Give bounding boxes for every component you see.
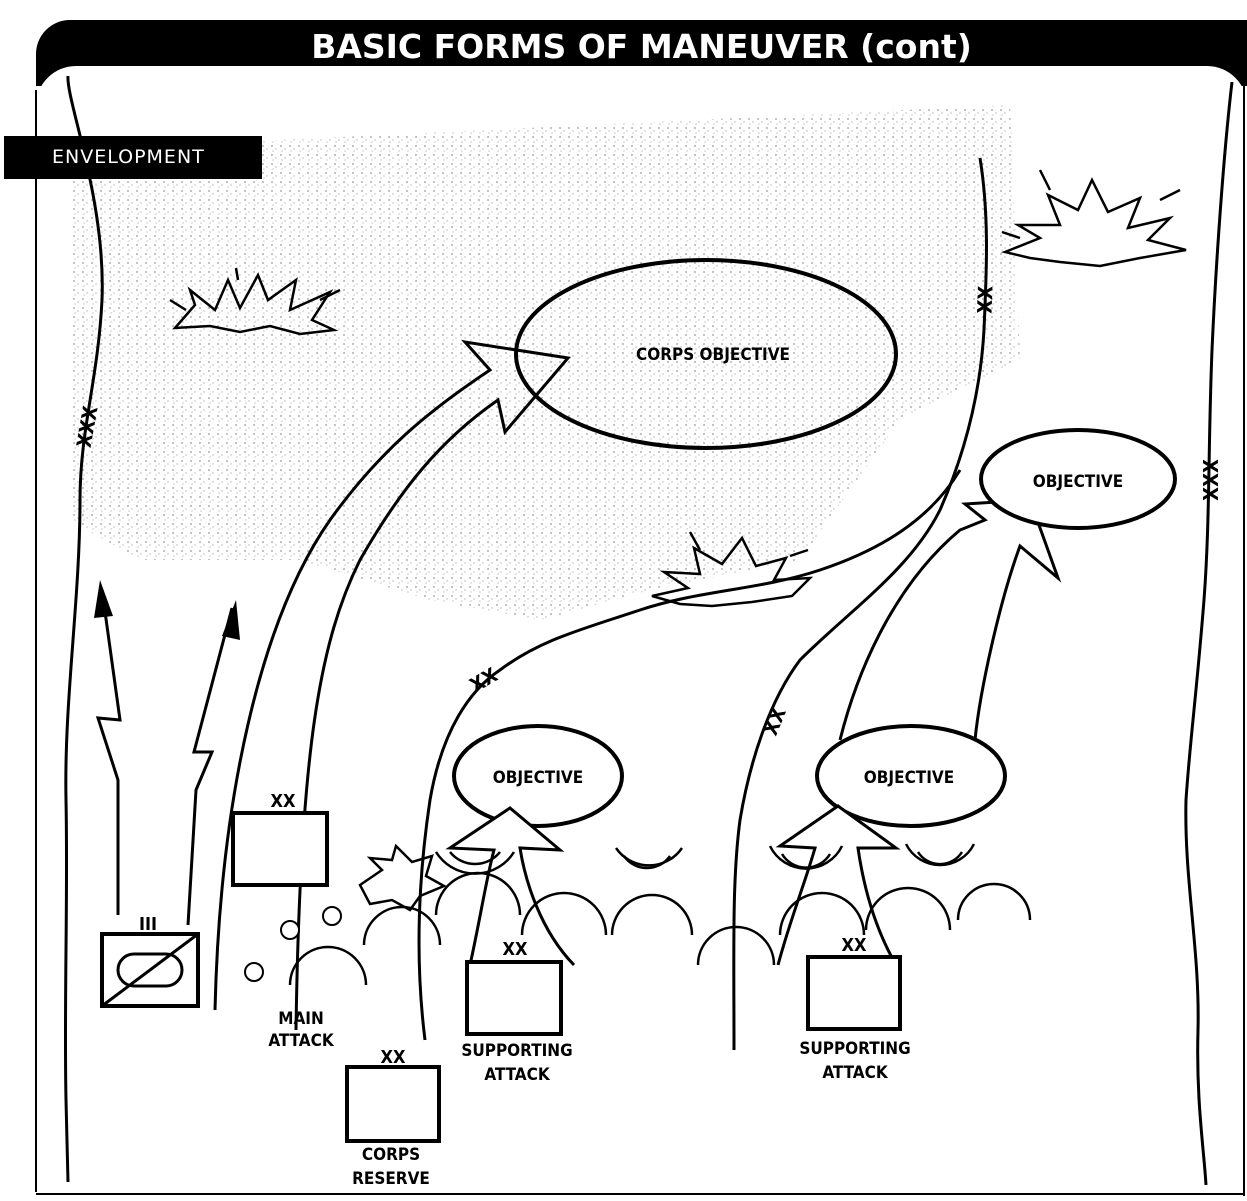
division-boundary-upper-label: XX (973, 285, 998, 314)
corps-reserve-label-line1: CORPS (362, 1145, 420, 1165)
division-boundary-center (417, 469, 962, 1041)
corps-boundary-right (1184, 81, 1234, 1186)
explosion-burst-1 (169, 267, 341, 336)
supporting-attack-2-echelon: XX (842, 935, 867, 956)
supporting-attack-1-label-line1: SUPPORTING (461, 1041, 572, 1061)
main-attack-label-line2: ATTACK (268, 1031, 335, 1051)
explosion-burst-3 (651, 531, 814, 608)
screen-arrow-head-left-1 (94, 580, 113, 618)
screen-arrow-head-left-2 (222, 600, 240, 640)
unit-positions-circles (244, 906, 342, 982)
enemy-positions (288, 843, 1032, 986)
objective-right-lower-ellipse (815, 724, 1007, 828)
corps-boundary-right-label: XXX (1199, 459, 1223, 501)
corps-reserve-label-line2: RESERVE (352, 1169, 430, 1189)
right-envelopment-arrow (838, 498, 1062, 741)
objective-center-ellipse (452, 724, 624, 828)
supporting-attack-arrow-1 (445, 806, 576, 967)
corps-reserve-unit-box (345, 1065, 441, 1143)
corps-objective-ellipse (514, 258, 898, 450)
supporting-attack-2-label-line2: ATTACK (822, 1063, 889, 1083)
section-tab-envelopment: ENVELOPMENT (4, 136, 262, 179)
page-title: BASIC FORMS OF MANEUVER (cont) (311, 27, 972, 66)
cavalry-unit-symbol (100, 932, 200, 1008)
explosion-burst-2 (1000, 169, 1187, 268)
supporting-attack-2-label-line1: SUPPORTING (799, 1039, 910, 1059)
objective-right-label: OBJECTIVE (1033, 472, 1123, 492)
supporting-attack-2-unit-box (806, 955, 902, 1031)
cavalry-echelon: III (139, 914, 157, 935)
enemy-area-shading (70, 105, 1020, 620)
division-boundary-right (732, 157, 988, 1051)
supporting-attack-arrow-2 (775, 804, 901, 966)
corps-objective-label: CORPS OBJECTIVE (636, 345, 790, 365)
supporting-attack-1-label-line2: ATTACK (484, 1065, 551, 1085)
screen-arrow-left-2 (186, 607, 234, 926)
explosion-burst-4 (358, 843, 447, 912)
objective-right-lower-label: OBJECTIVE (864, 768, 954, 788)
supporting-attack-1-unit-box (465, 960, 563, 1036)
division-boundary-center-label: XX (465, 663, 501, 698)
main-attack-unit-box (231, 811, 329, 887)
main-attack-echelon: XX (271, 791, 296, 812)
screen-arrow-left-1 (95, 589, 122, 915)
objective-right-ellipse (979, 428, 1177, 530)
objective-center-label: OBJECTIVE (493, 768, 583, 788)
supporting-attack-1-echelon: XX (503, 939, 528, 960)
corps-reserve-echelon: XX (381, 1047, 406, 1068)
main-attack-label-line1: MAIN (278, 1009, 324, 1029)
corps-boundary-left (63, 75, 104, 1183)
